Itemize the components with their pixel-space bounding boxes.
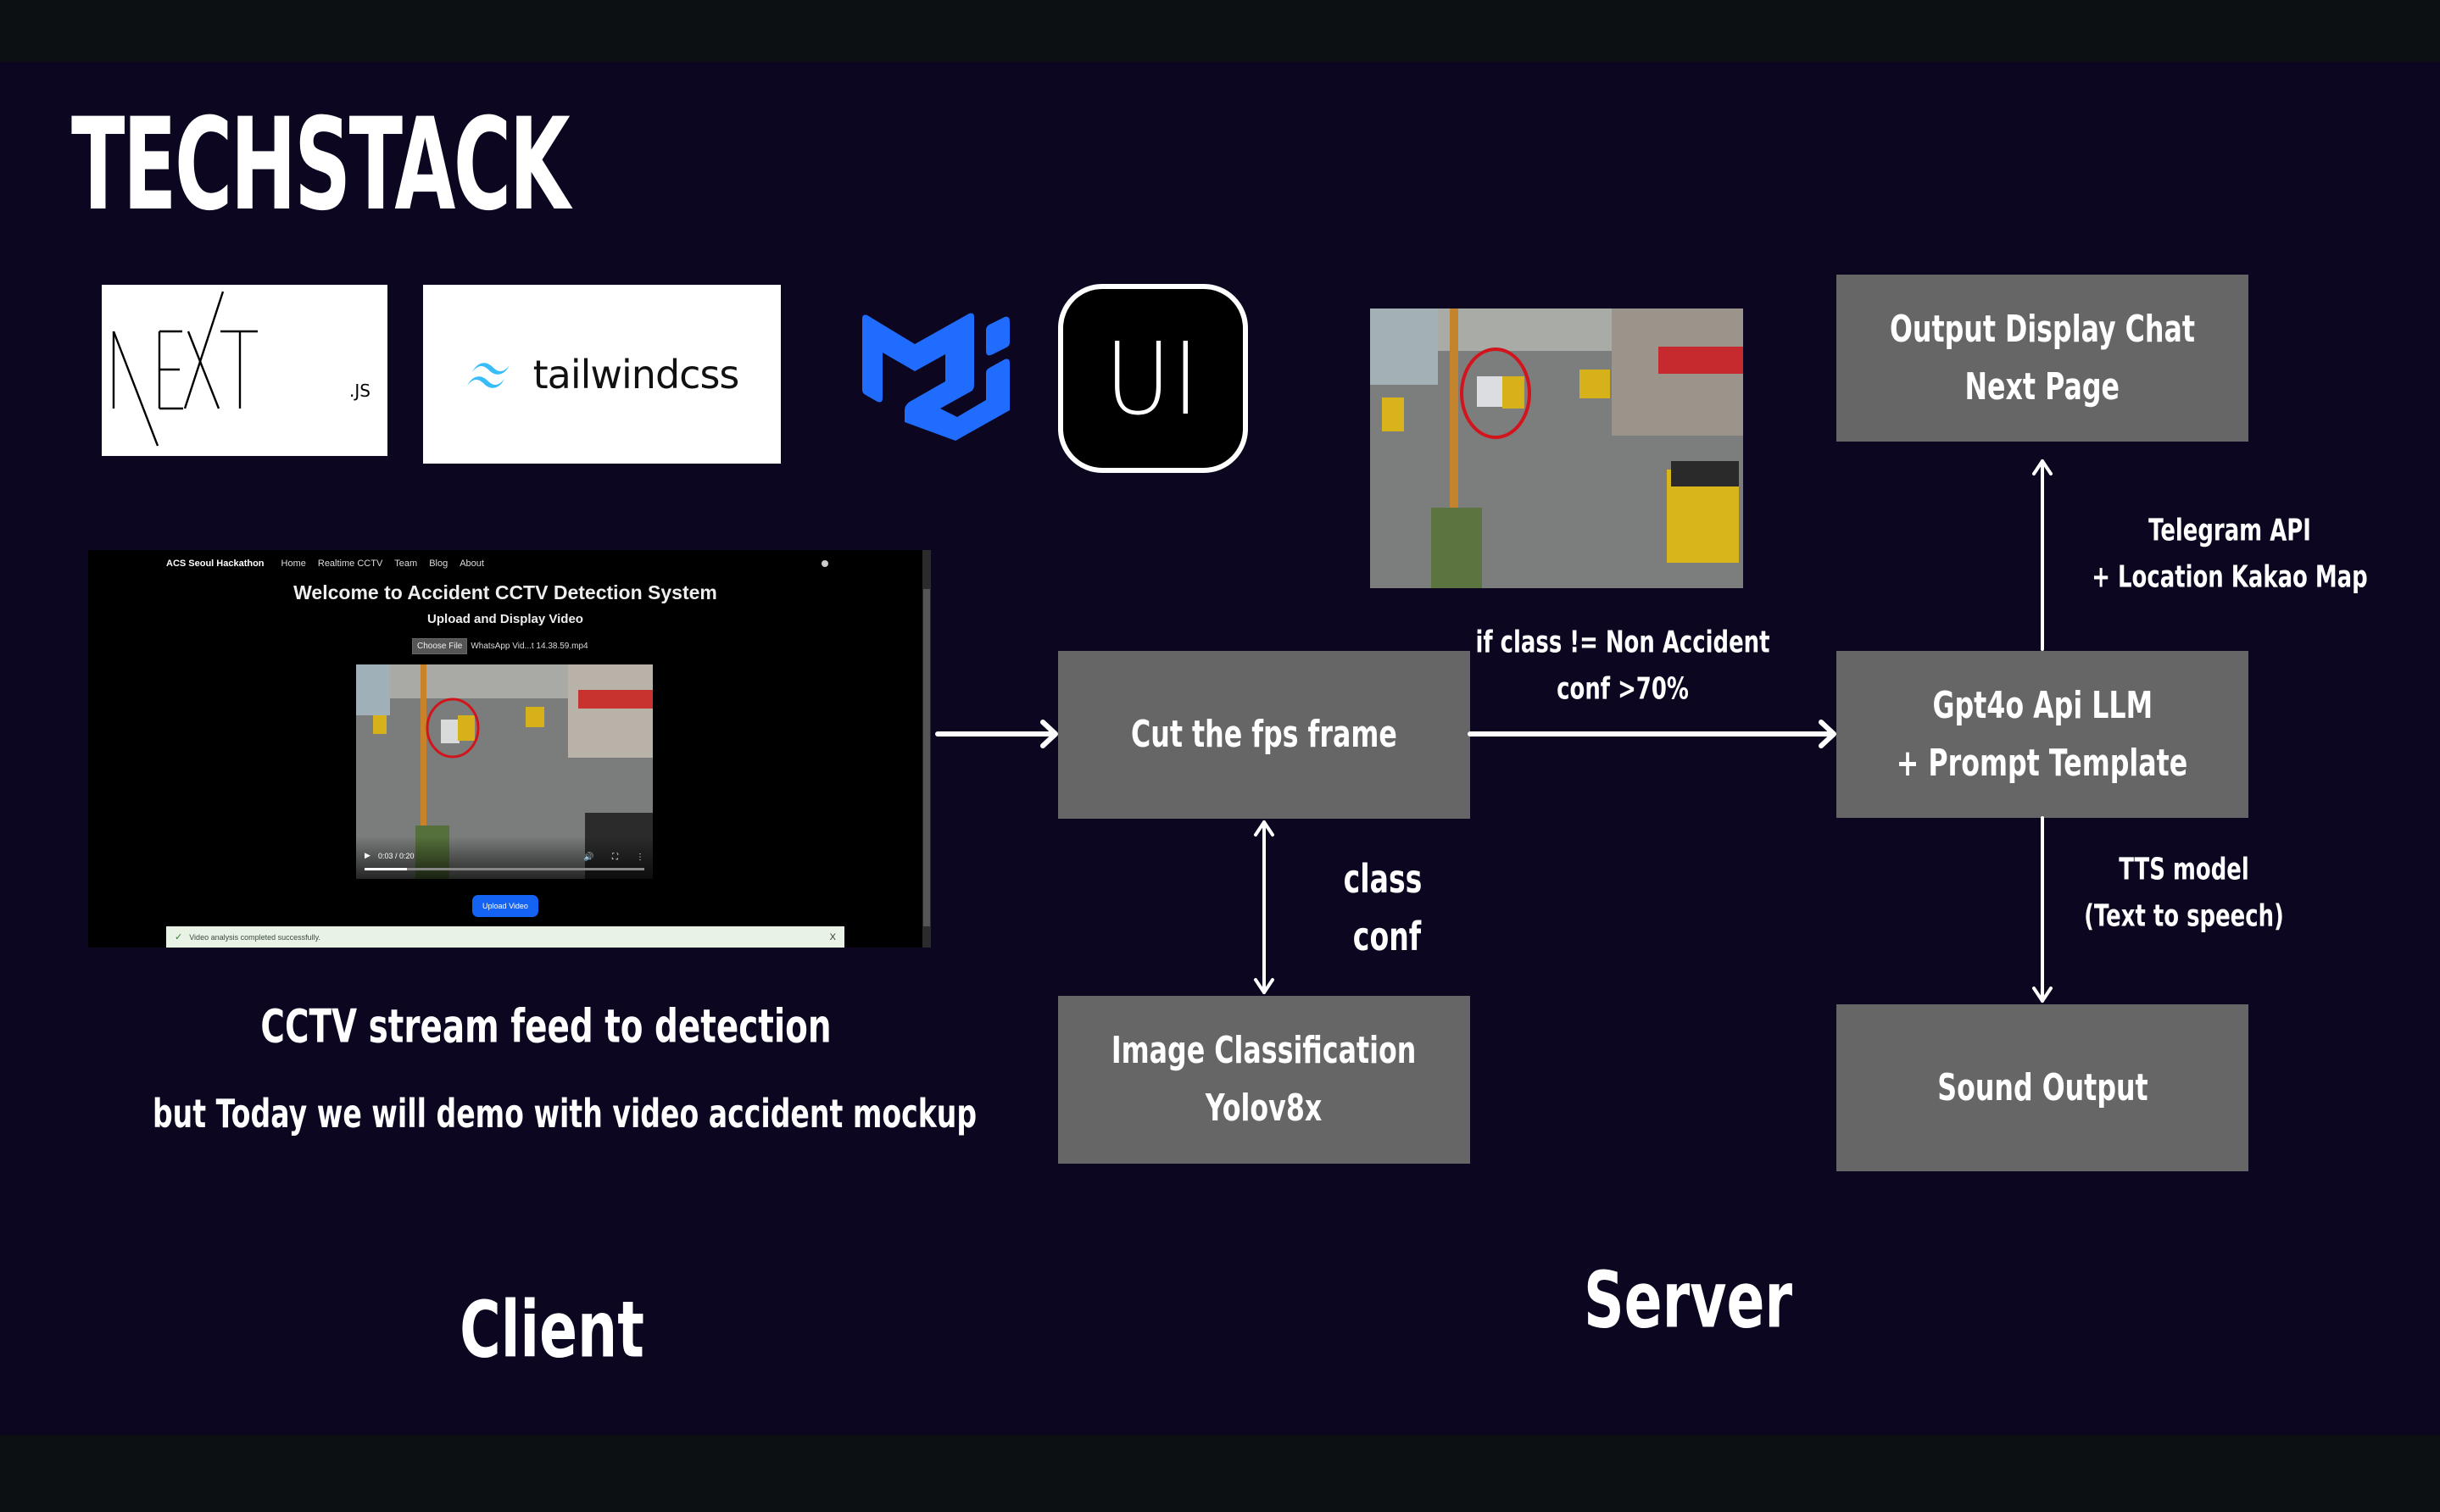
client-subcaption: but Today we will demo with video accide… (152, 1091, 978, 1137)
cut-fps-frame-label: Cut the fps frame (1131, 713, 1397, 756)
more-options-icon[interactable]: ⋮ (636, 853, 644, 862)
bottom-letterbox-bar (0, 1435, 2440, 1512)
kakao-map-label: + Location Kakao Map (2092, 559, 2368, 595)
choose-file-button[interactable]: Choose File (412, 638, 468, 654)
mui-logo (862, 312, 1010, 441)
upload-video-button[interactable]: Upload Video (472, 895, 538, 917)
client-section-label: Client (460, 1284, 644, 1376)
output-display-label: Output Display Chat (1890, 307, 2196, 351)
image-classification-model: Yolov8x (1206, 1087, 1323, 1130)
client-caption: CCTV stream feed to detection (260, 999, 832, 1053)
telegram-api-label: Telegram API (2148, 513, 2311, 548)
web-subheading: Upload and Display Video (427, 612, 583, 626)
gpt-llm-label: Gpt4o Api LLM (1932, 683, 2153, 727)
web-nav-bar: ACS Seoul Hackathon Home Realtime CCTV T… (166, 559, 484, 569)
cut-fps-frame-box: Cut the fps frame (1058, 651, 1470, 819)
tts-model-label: TTS model (2119, 852, 2249, 887)
web-scrollbar[interactable] (922, 550, 931, 948)
output-display-box: Output Display Chat Next Page (1836, 275, 2248, 442)
web-nav-team[interactable]: Team (394, 559, 418, 569)
image-classification-label: Image Classification (1111, 1029, 1417, 1072)
accident-detection-frame-image (1370, 309, 1743, 588)
condition-label-class: if class != Non Accident (1475, 625, 1770, 660)
web-nav-about[interactable]: About (460, 559, 484, 569)
nextjs-logo: .JS (102, 285, 387, 456)
video-seek-bar[interactable] (365, 868, 644, 870)
web-nav-home[interactable]: Home (281, 559, 306, 569)
sound-output-label: Sound Output (1936, 1065, 2148, 1109)
condition-label-conf: conf >70% (1557, 671, 1689, 707)
image-classification-box: Image Classification Yolov8x (1058, 996, 1470, 1164)
video-controls: ▶ 0:03 / 0:20 🔊 ⛶ ⋮ (356, 837, 653, 879)
web-brand[interactable]: ACS Seoul Hackathon (166, 559, 265, 569)
fullscreen-icon[interactable]: ⛶ (612, 853, 618, 862)
volume-icon[interactable]: 🔊 (583, 853, 594, 862)
web-nav-blog[interactable]: Blog (429, 559, 448, 569)
file-input[interactable]: Choose File WhatsApp Vid...t 14.38.59.mp… (412, 638, 588, 654)
video-seek-progress (365, 868, 407, 870)
file-name: WhatsApp Vid...t 14.38.59.mp4 (471, 642, 588, 651)
tailwind-wave-icon (466, 362, 510, 388)
tailwind-wordmark: tailwindcss (532, 351, 740, 397)
mui-icon (862, 313, 1010, 441)
web-heading: Welcome to Accident CCTV Detection Syste… (293, 581, 717, 603)
tailwindcss-logo: tailwindcss (423, 285, 781, 464)
text-to-speech-label: (Text to speech) (2084, 898, 2284, 934)
slide-title: TECHSTACK (71, 92, 571, 239)
ui-logo-text: UI (1105, 320, 1201, 437)
prompt-template-label: + Prompt Template (1897, 741, 2188, 785)
accident-photo (1370, 309, 1743, 588)
play-icon[interactable]: ▶ (365, 851, 370, 859)
sound-output-box: Sound Output (1836, 1004, 2248, 1171)
video-player[interactable]: ▶ 0:03 / 0:20 🔊 ⛶ ⋮ (356, 664, 653, 879)
output-next-page-label: Next Page (1964, 364, 2120, 409)
conf-label: conf (1352, 914, 1422, 959)
nextjs-suffix: .JS (349, 381, 370, 401)
top-letterbox-bar (0, 0, 2440, 62)
server-section-label: Server (1583, 1254, 1793, 1346)
nextjs-logo-mark (112, 291, 258, 447)
video-time: 0:03 / 0:20 (378, 852, 415, 860)
class-label: class (1343, 856, 1423, 902)
web-scrollbar-thumb[interactable] (923, 589, 930, 926)
toast-close-button[interactable]: X (829, 931, 836, 942)
web-nav-realtime-cctv[interactable]: Realtime CCTV (317, 559, 383, 569)
gpt-llm-box: Gpt4o Api LLM + Prompt Template (1836, 651, 2248, 818)
theme-toggle-sun-icon[interactable] (822, 560, 828, 567)
success-toast: ✓ Video analysis completed successfully.… (166, 926, 844, 948)
toast-message: Video analysis completed successfully. (189, 932, 320, 942)
ui-logo: UI (1058, 284, 1248, 473)
check-circle-icon: ✓ (175, 932, 183, 942)
client-web-app-screenshot: ACS Seoul Hackathon Home Realtime CCTV T… (88, 550, 931, 948)
